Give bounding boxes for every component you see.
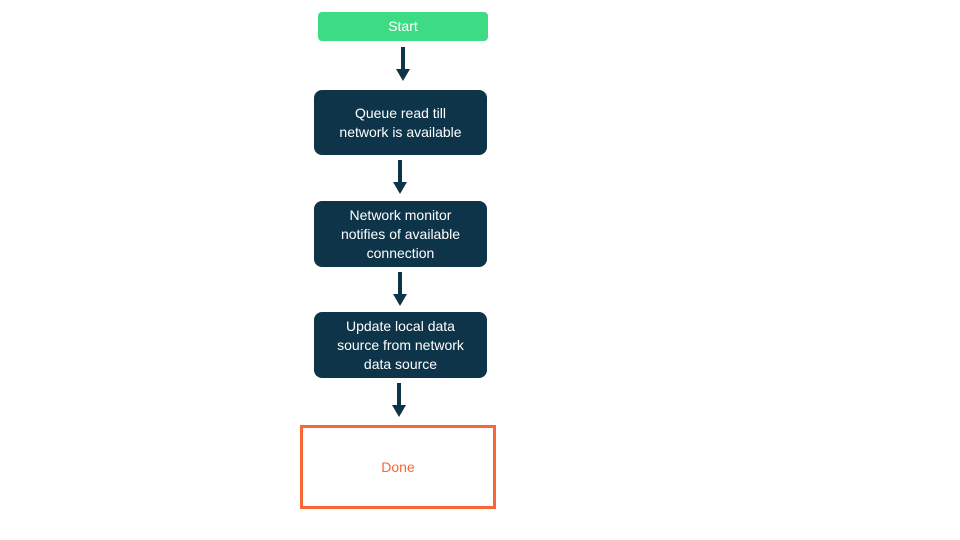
arrow-down-icon <box>392 383 406 417</box>
flow-node-done: Done <box>300 425 496 509</box>
arrow-head <box>392 405 406 417</box>
flow-node-network-monitor: Network monitor notifies of available co… <box>314 201 487 267</box>
arrow-stem <box>397 383 401 405</box>
arrow-down-icon <box>396 47 410 81</box>
arrow-down-icon <box>393 160 407 194</box>
arrow-head <box>393 182 407 194</box>
arrow-stem <box>398 160 402 182</box>
flow-node-start: Start <box>318 12 488 41</box>
arrow-head <box>393 294 407 306</box>
arrow-head <box>396 69 410 81</box>
arrow-down-icon <box>393 272 407 306</box>
arrow-stem <box>401 47 405 69</box>
arrow-stem <box>398 272 402 294</box>
flow-node-update-local-data: Update local data source from network da… <box>314 312 487 378</box>
flow-node-queue-read: Queue read till network is available <box>314 90 487 155</box>
